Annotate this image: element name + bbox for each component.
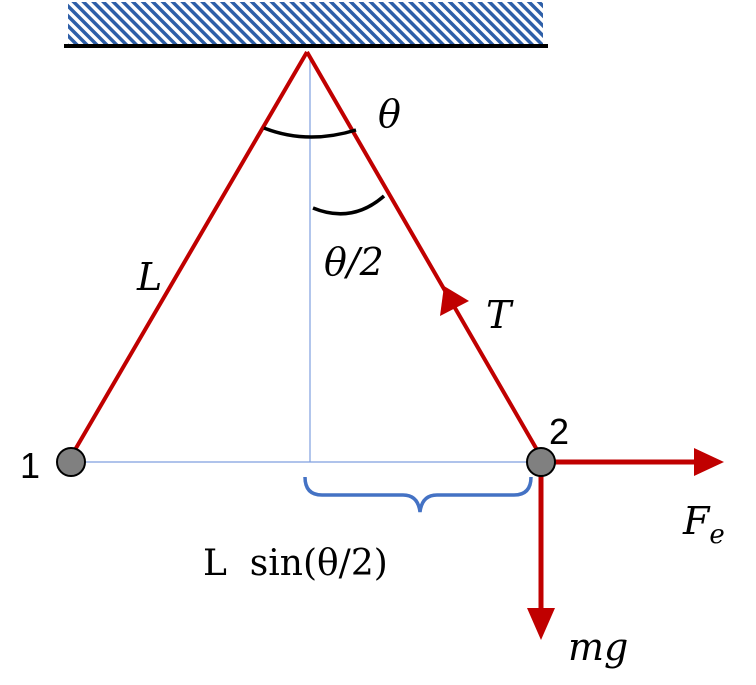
half-theta-label: θ/2 — [324, 240, 384, 284]
electric-force-symbol: F — [682, 499, 711, 543]
length-label: L — [136, 255, 162, 299]
charge-2-label: 2 — [549, 411, 569, 452]
electric-force-subscript: e — [709, 520, 724, 550]
ceiling-hatch — [68, 2, 543, 45]
charge-1-label: 1 — [20, 445, 40, 486]
electric-force-label: Fe — [682, 499, 725, 550]
charge-2-ball — [526, 447, 556, 477]
half-theta-arc — [312, 194, 386, 216]
charge-1-ball — [56, 447, 86, 477]
tension-label: T — [486, 293, 514, 337]
separation-brace — [303, 476, 533, 513]
electric-force-arrowhead — [694, 448, 724, 476]
string-right — [305, 50, 542, 457]
weight-arrowhead — [527, 608, 555, 640]
theta-label: θ — [378, 92, 401, 136]
theta-arc — [263, 126, 357, 139]
separation-label: L sin(θ/2) — [203, 543, 388, 584]
weight-label: mg — [568, 625, 628, 669]
tension-arrowhead — [440, 286, 469, 316]
string-left — [70, 50, 309, 457]
